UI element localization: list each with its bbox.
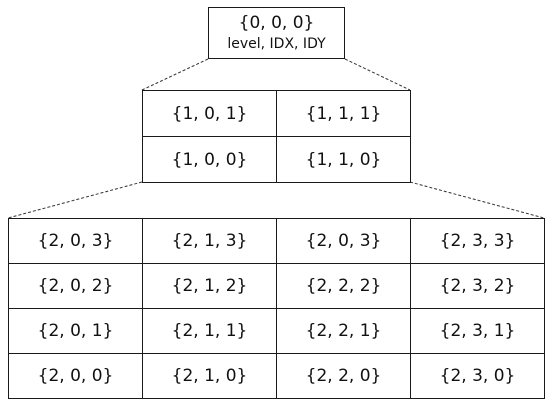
level2-cell: {2, 0, 1}	[8, 308, 143, 354]
level2-cell: {2, 3, 3}	[410, 218, 545, 264]
connector-root-left	[141, 58, 209, 91]
level1-cell: {1, 1, 0}	[276, 136, 411, 183]
root-node-label: {0, 0, 0}	[238, 13, 315, 33]
level2-cell: {2, 3, 2}	[410, 263, 545, 309]
level1-cell: {1, 0, 0}	[142, 136, 277, 183]
level2-cell: {2, 1, 1}	[142, 308, 277, 354]
level1-grid: {1, 0, 1} {1, 1, 1} {1, 0, 0} {1, 1, 0}	[142, 90, 411, 183]
level2-cell: {2, 3, 1}	[410, 308, 545, 354]
level2-grid: {2, 0, 3} {2, 1, 3} {2, 0, 3} {2, 3, 3} …	[8, 218, 545, 399]
level2-row: {2, 0, 2} {2, 1, 2} {2, 2, 2} {2, 3, 2}	[8, 263, 545, 309]
level2-cell: {2, 1, 0}	[142, 353, 277, 399]
root-node-legend: level, IDX, IDY	[227, 36, 326, 52]
connector-root-right	[344, 58, 411, 91]
level1-cell: {1, 1, 1}	[276, 90, 411, 137]
level2-row: {2, 0, 3} {2, 1, 3} {2, 0, 3} {2, 3, 3}	[8, 218, 545, 264]
level2-cell: {2, 0, 3}	[276, 218, 411, 264]
level2-cell: {2, 1, 3}	[142, 218, 277, 264]
connector-level1-left	[7, 181, 143, 219]
connector-level1-right	[409, 181, 545, 219]
level2-cell: {2, 1, 2}	[142, 263, 277, 309]
level2-row: {2, 0, 1} {2, 1, 1} {2, 2, 1} {2, 3, 1}	[8, 308, 545, 354]
level2-row: {2, 0, 0} {2, 1, 0} {2, 2, 0} {2, 3, 0}	[8, 353, 545, 399]
level1-row: {1, 0, 1} {1, 1, 1}	[142, 90, 411, 137]
level2-cell: {2, 2, 2}	[276, 263, 411, 309]
level2-cell: {2, 0, 0}	[8, 353, 143, 399]
root-node: {0, 0, 0} level, IDX, IDY	[208, 7, 345, 59]
level1-cell: {1, 0, 1}	[142, 90, 277, 137]
level2-cell: {2, 2, 0}	[276, 353, 411, 399]
level2-cell: {2, 0, 3}	[8, 218, 143, 264]
level2-cell: {2, 0, 2}	[8, 263, 143, 309]
level2-cell: {2, 3, 0}	[410, 353, 545, 399]
level2-cell: {2, 2, 1}	[276, 308, 411, 354]
level1-row: {1, 0, 0} {1, 1, 0}	[142, 136, 411, 183]
